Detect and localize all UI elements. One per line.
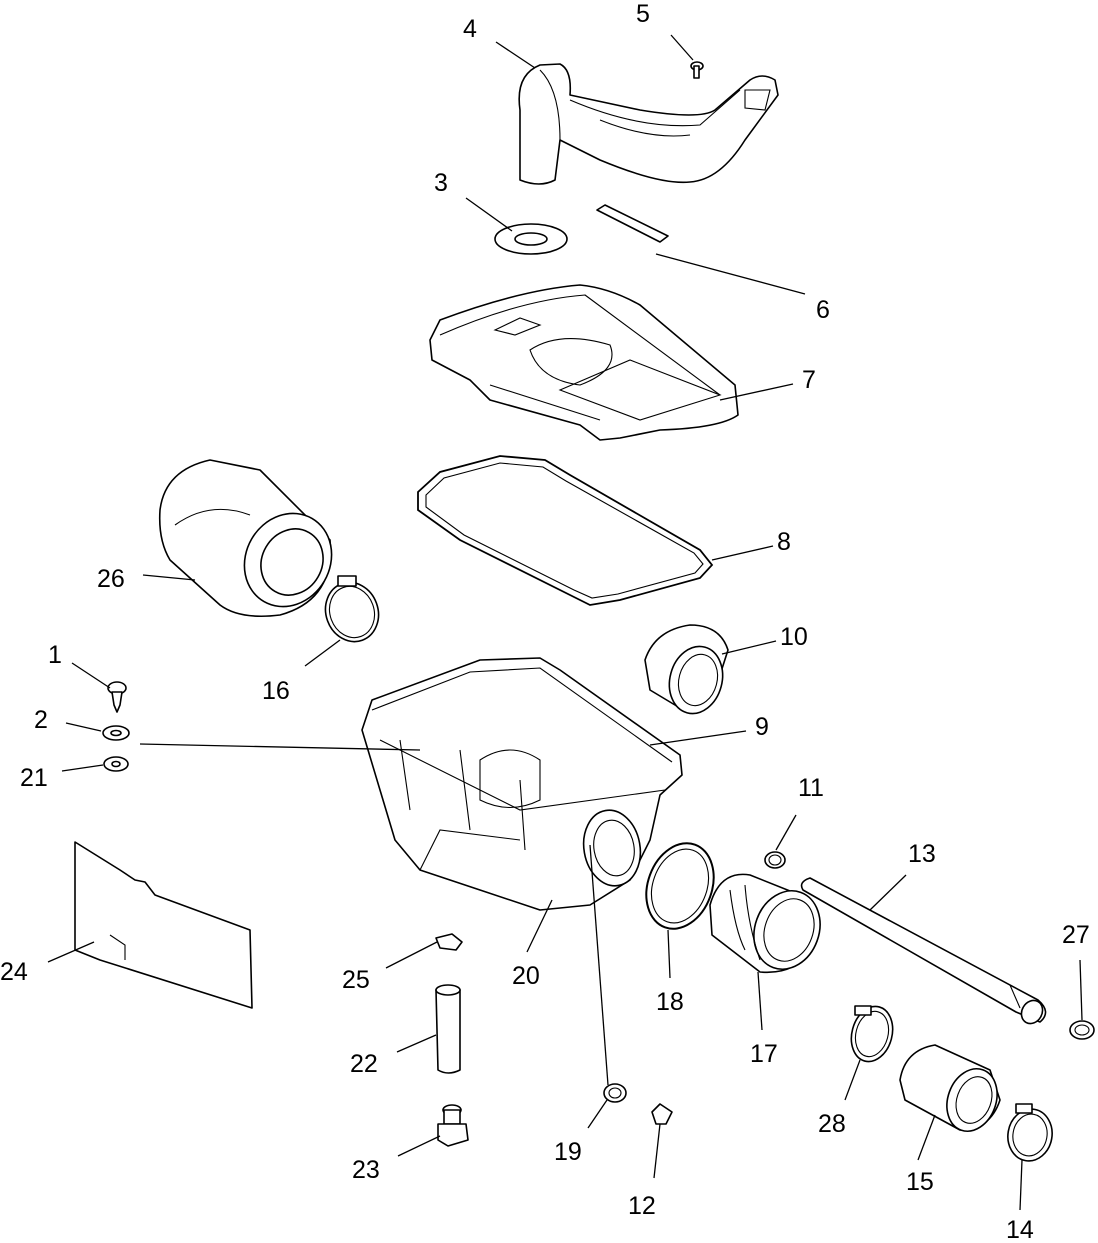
leader-3 <box>465 197 513 232</box>
callout-22: 22 <box>350 1050 378 1078</box>
part-22-drain-tube <box>435 984 461 1074</box>
callout-10: 10 <box>780 623 808 651</box>
part-24-shield-plate <box>74 841 253 1009</box>
part-19-cap <box>603 1083 627 1103</box>
part-12-plug <box>651 1103 673 1125</box>
callout-17: 17 <box>750 1040 778 1068</box>
part-25-clip <box>435 933 463 951</box>
part-13-breather-hose <box>800 877 1047 1025</box>
callout-18: 18 <box>656 988 684 1016</box>
leader-1 <box>71 662 111 689</box>
leader-10 <box>721 640 777 655</box>
callout-27: 27 <box>1062 921 1090 949</box>
callout-12: 12 <box>628 1192 656 1220</box>
part-28-hose-clamp <box>850 1005 894 1063</box>
callout-15: 15 <box>906 1168 934 1196</box>
leader-14 <box>1019 1159 1023 1211</box>
callout-20: 20 <box>512 962 540 990</box>
leader-20 <box>526 899 553 953</box>
leader-23 <box>397 1135 441 1157</box>
leader-12 <box>653 1123 661 1179</box>
part-2-washer <box>102 725 130 741</box>
leader-26 <box>142 574 196 581</box>
leader-2 <box>65 722 102 732</box>
leader-21 <box>61 764 104 772</box>
callout-16: 16 <box>262 677 290 705</box>
part-3-seal-ring <box>494 223 568 255</box>
part-11-small-clamp <box>764 851 786 869</box>
leader-5 <box>670 34 694 61</box>
part-18-o-ring <box>645 842 715 930</box>
leader-15 <box>917 1114 936 1161</box>
leader-11 <box>775 814 797 851</box>
part-4-intake-duct <box>518 63 779 185</box>
part-7-airbox-cover <box>429 284 739 441</box>
leader-22 <box>396 1034 437 1053</box>
callout-2: 2 <box>34 706 48 734</box>
part-1-push-rivet <box>107 681 127 713</box>
callout-25: 25 <box>342 966 370 994</box>
callout-14: 14 <box>1006 1216 1034 1243</box>
part-5-screw <box>690 61 704 79</box>
leader-2-to-base <box>139 743 421 751</box>
leader-24 <box>47 941 95 963</box>
part-26-air-filter <box>158 459 333 618</box>
callout-7: 7 <box>802 366 816 394</box>
callout-11: 11 <box>798 774 824 802</box>
callout-26: 26 <box>97 565 125 593</box>
callout-24: 24 <box>0 958 28 986</box>
part-14-hose-clamp <box>1007 1103 1053 1162</box>
leader-4 <box>495 41 536 69</box>
callout-3: 3 <box>434 169 448 197</box>
callout-9: 9 <box>755 713 769 741</box>
part-8-gasket <box>417 455 714 606</box>
part-20-airbox-base <box>361 657 683 911</box>
part-27-small-clamp <box>1069 1020 1095 1040</box>
leader-28 <box>844 1059 861 1101</box>
callout-4: 4 <box>463 15 477 43</box>
leader-6 <box>655 253 806 295</box>
leader-9 <box>649 730 747 746</box>
callout-5: 5 <box>636 0 650 28</box>
callout-6: 6 <box>816 296 830 324</box>
leader-19 <box>587 1099 608 1129</box>
callout-1: 1 <box>48 641 62 669</box>
callout-19: 19 <box>554 1138 582 1166</box>
callout-13: 13 <box>908 840 936 868</box>
part-16-hose-clamp <box>324 575 380 643</box>
callout-23: 23 <box>352 1156 380 1184</box>
part-17-outlet-boot <box>709 873 821 974</box>
part-15-coupler-boot <box>899 1044 1001 1132</box>
callout-21: 21 <box>20 764 48 792</box>
leader-7 <box>719 383 794 401</box>
leader-13 <box>869 874 907 911</box>
leader-18 <box>667 929 671 979</box>
leader-19-rod <box>589 844 609 1086</box>
leader-27 <box>1079 959 1083 1021</box>
callout-28: 28 <box>818 1110 846 1138</box>
leader-17 <box>757 971 763 1031</box>
leader-8 <box>711 545 774 561</box>
leader-16 <box>304 639 341 667</box>
part-6-foam-strip <box>596 204 669 243</box>
callout-8: 8 <box>777 528 791 556</box>
part-21-grommet <box>103 756 129 772</box>
part-23-drain-valve <box>437 1104 469 1147</box>
part-10-coupler <box>644 624 729 715</box>
leader-lines <box>47 34 1083 1211</box>
leader-25 <box>385 941 438 969</box>
